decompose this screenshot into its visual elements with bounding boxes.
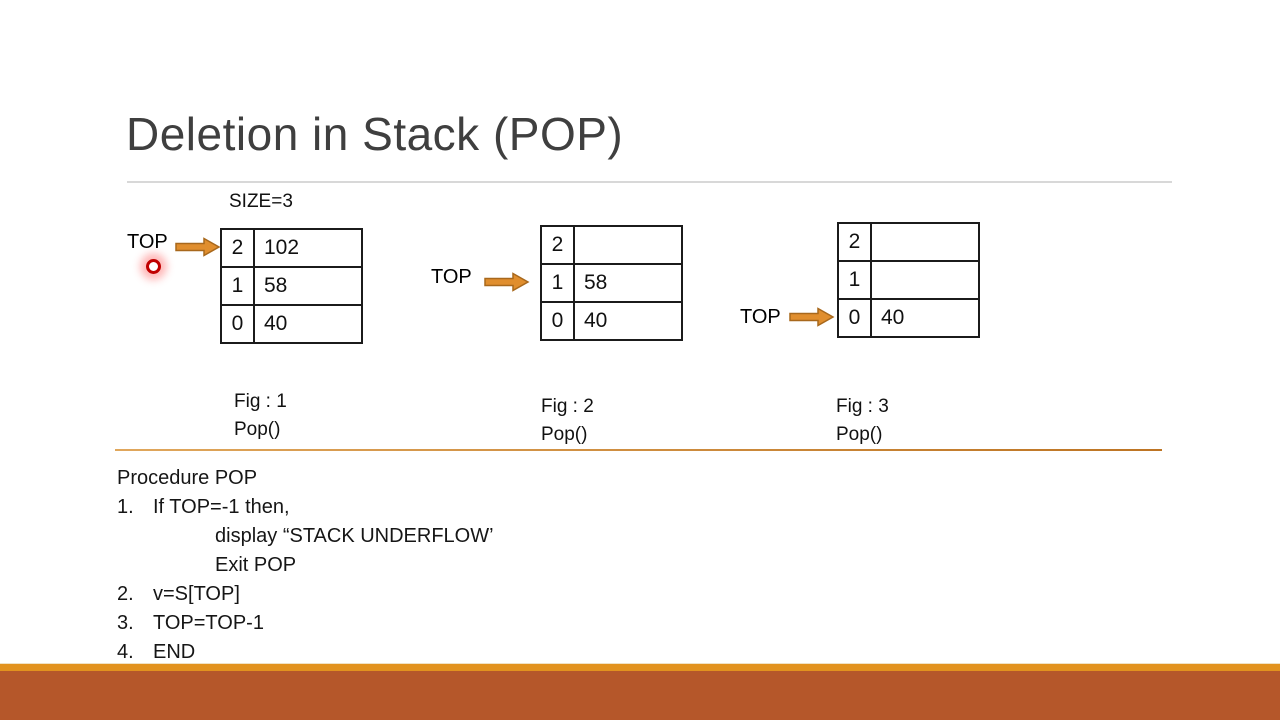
stack-row: 2 [540, 225, 683, 265]
top-arrow-icon-fig3 [789, 307, 835, 327]
stack-value-cell: 40 [253, 304, 363, 344]
stack-value-cell: 58 [253, 266, 363, 306]
step-number: 2. [117, 583, 134, 605]
figure-caption-fig2: Fig : 2 Pop() [541, 393, 594, 449]
stack-value-cell: 58 [573, 263, 683, 303]
stack-row: 0 40 [220, 304, 363, 344]
footer-bar [0, 671, 1280, 720]
step-text: END [153, 641, 196, 663]
top-pointer-label-fig3: TOP [740, 306, 781, 328]
figure-caption-label: Fig : 1 [234, 391, 287, 412]
stack-row: 1 [837, 260, 980, 300]
step-text: v=S[TOP] [153, 583, 240, 605]
figure-caption-fig3: Fig : 3 Pop() [836, 393, 889, 449]
figure-caption-fig1: Fig : 1 Pop() [234, 388, 287, 444]
stack-value-cell [870, 222, 980, 262]
stack-value-cell [870, 260, 980, 300]
step-number: 4. [117, 641, 134, 663]
stack-row: 0 40 [837, 298, 980, 338]
procedure-step-1-display: display “STACK UNDERFLOW’ [117, 522, 494, 551]
slide-title: Deletion in Stack (POP) [126, 108, 624, 160]
stack-row: 0 40 [540, 301, 683, 341]
procedure-step-3: 3. TOP=TOP-1 [117, 609, 494, 638]
stack-index-cell: 1 [540, 263, 575, 303]
step-number: 3. [117, 612, 134, 634]
figure-caption-operation: Pop() [836, 424, 883, 445]
procedure-step-1: 1. If TOP=-1 then, [117, 493, 494, 522]
step-text: display “STACK UNDERFLOW’ [215, 525, 494, 547]
top-pointer-label-fig1: TOP [127, 231, 168, 253]
stack-row: 1 58 [540, 263, 683, 303]
stack-row: 2 102 [220, 228, 363, 268]
footer-accent-stripe [0, 663, 1280, 672]
figure-caption-label: Fig : 3 [836, 396, 889, 417]
stack-index-cell: 2 [220, 228, 255, 268]
procedure-step-1-exit: Exit POP [117, 551, 494, 580]
laser-pointer-dot [146, 259, 161, 274]
stack-table-fig3: 2 1 0 40 [837, 222, 980, 338]
stack-table-fig1: 2 102 1 58 0 40 [220, 228, 363, 344]
procedure-title: Procedure POP [117, 467, 258, 489]
stack-index-cell: 2 [837, 222, 872, 262]
stack-index-cell: 0 [540, 301, 575, 341]
stack-index-cell: 1 [837, 260, 872, 300]
stack-value-cell [573, 225, 683, 265]
title-divider [127, 181, 1172, 183]
step-text: TOP=TOP-1 [153, 612, 264, 634]
stack-index-cell: 0 [837, 298, 872, 338]
step-text: If TOP=-1 then, [153, 496, 290, 518]
figure-caption-operation: Pop() [541, 424, 588, 445]
stack-table-fig2: 2 1 58 0 40 [540, 225, 683, 341]
size-label: SIZE=3 [229, 191, 293, 212]
stack-index-cell: 0 [220, 304, 255, 344]
top-arrow-icon-fig2 [484, 272, 530, 292]
stack-value-cell: 102 [253, 228, 363, 268]
stack-row: 2 [837, 222, 980, 262]
section-divider [115, 449, 1162, 451]
step-text: Exit POP [215, 554, 297, 576]
top-pointer-label-fig2: TOP [431, 266, 472, 288]
stack-index-cell: 1 [220, 266, 255, 306]
stack-index-cell: 2 [540, 225, 575, 265]
stack-value-cell: 40 [870, 298, 980, 338]
procedure-step-4: 4. END [117, 638, 494, 667]
procedure-step-2: 2. v=S[TOP] [117, 580, 494, 609]
figure-caption-label: Fig : 2 [541, 396, 594, 417]
procedure-block: Procedure POP 1. If TOP=-1 then, display … [117, 464, 494, 667]
step-number: 1. [117, 496, 134, 518]
stack-row: 1 58 [220, 266, 363, 306]
figure-caption-operation: Pop() [234, 419, 281, 440]
stack-value-cell: 40 [573, 301, 683, 341]
top-arrow-icon-fig1 [175, 237, 221, 257]
